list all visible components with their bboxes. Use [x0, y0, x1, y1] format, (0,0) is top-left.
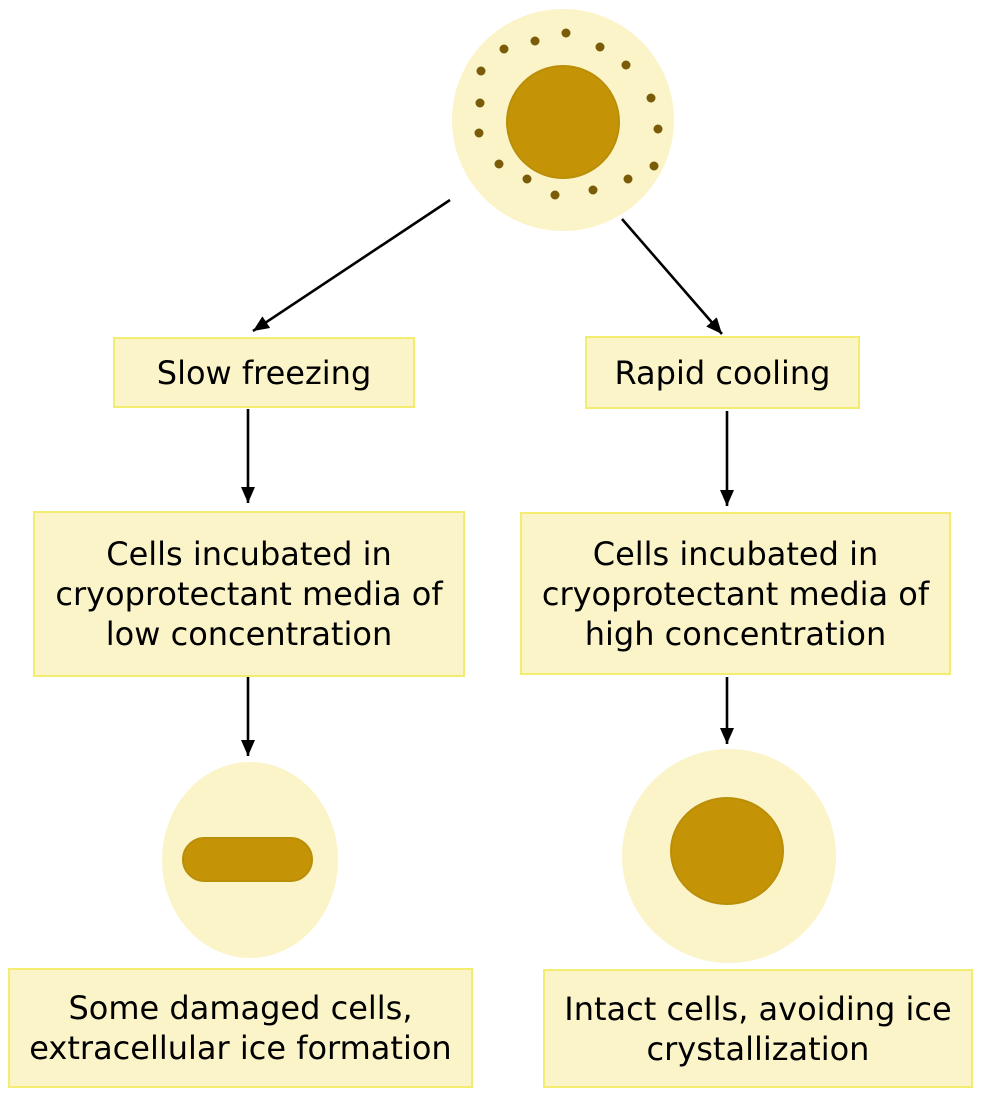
granule-dot-icon: [621, 60, 631, 70]
granule-dot-icon: [588, 185, 598, 195]
granule-dot-icon: [474, 128, 484, 138]
granule-dot-icon: [653, 124, 663, 134]
intact-cell-icon: [622, 749, 836, 963]
damaged-cell-collapsed-nucleus: [182, 837, 313, 882]
arrow-to-rapid-cooling: [621, 218, 723, 335]
slow-freezing-box: Slow freezing: [113, 337, 415, 408]
granule-dot-icon: [550, 190, 560, 200]
granule-dot-icon: [494, 159, 504, 169]
intact-cell-nucleus: [670, 797, 784, 905]
low-concentration-media-box: Cells incubated in cryoprotectant media …: [33, 511, 465, 677]
granule-dot-icon: [649, 161, 659, 171]
granule-dot-icon: [475, 98, 485, 108]
rapid-cooling-box: Rapid cooling: [585, 336, 860, 409]
granule-dot-icon: [499, 44, 509, 54]
parent-cell: [452, 9, 674, 231]
arrow-to-slow-freezing: [252, 198, 451, 333]
high-concentration-media-box: Cells incubated in cryoprotectant media …: [520, 512, 951, 675]
membrane-granules-icon: [474, 28, 663, 200]
granule-dot-icon: [595, 42, 605, 52]
granule-dot-icon: [623, 174, 633, 184]
damaged-cells-outcome-box: Some damaged cells, extracellular ice fo…: [8, 968, 473, 1088]
granule-dot-icon: [646, 93, 656, 103]
granule-dot-icon: [530, 36, 540, 46]
damaged-cell-icon: [162, 762, 338, 958]
granule-dot-icon: [476, 66, 486, 76]
parent-cell-nucleus: [506, 65, 620, 179]
intact-cells-outcome-box: Intact cells, avoiding ice crystallizati…: [543, 969, 973, 1088]
granule-dot-icon: [522, 174, 532, 184]
granule-dot-icon: [561, 28, 571, 38]
